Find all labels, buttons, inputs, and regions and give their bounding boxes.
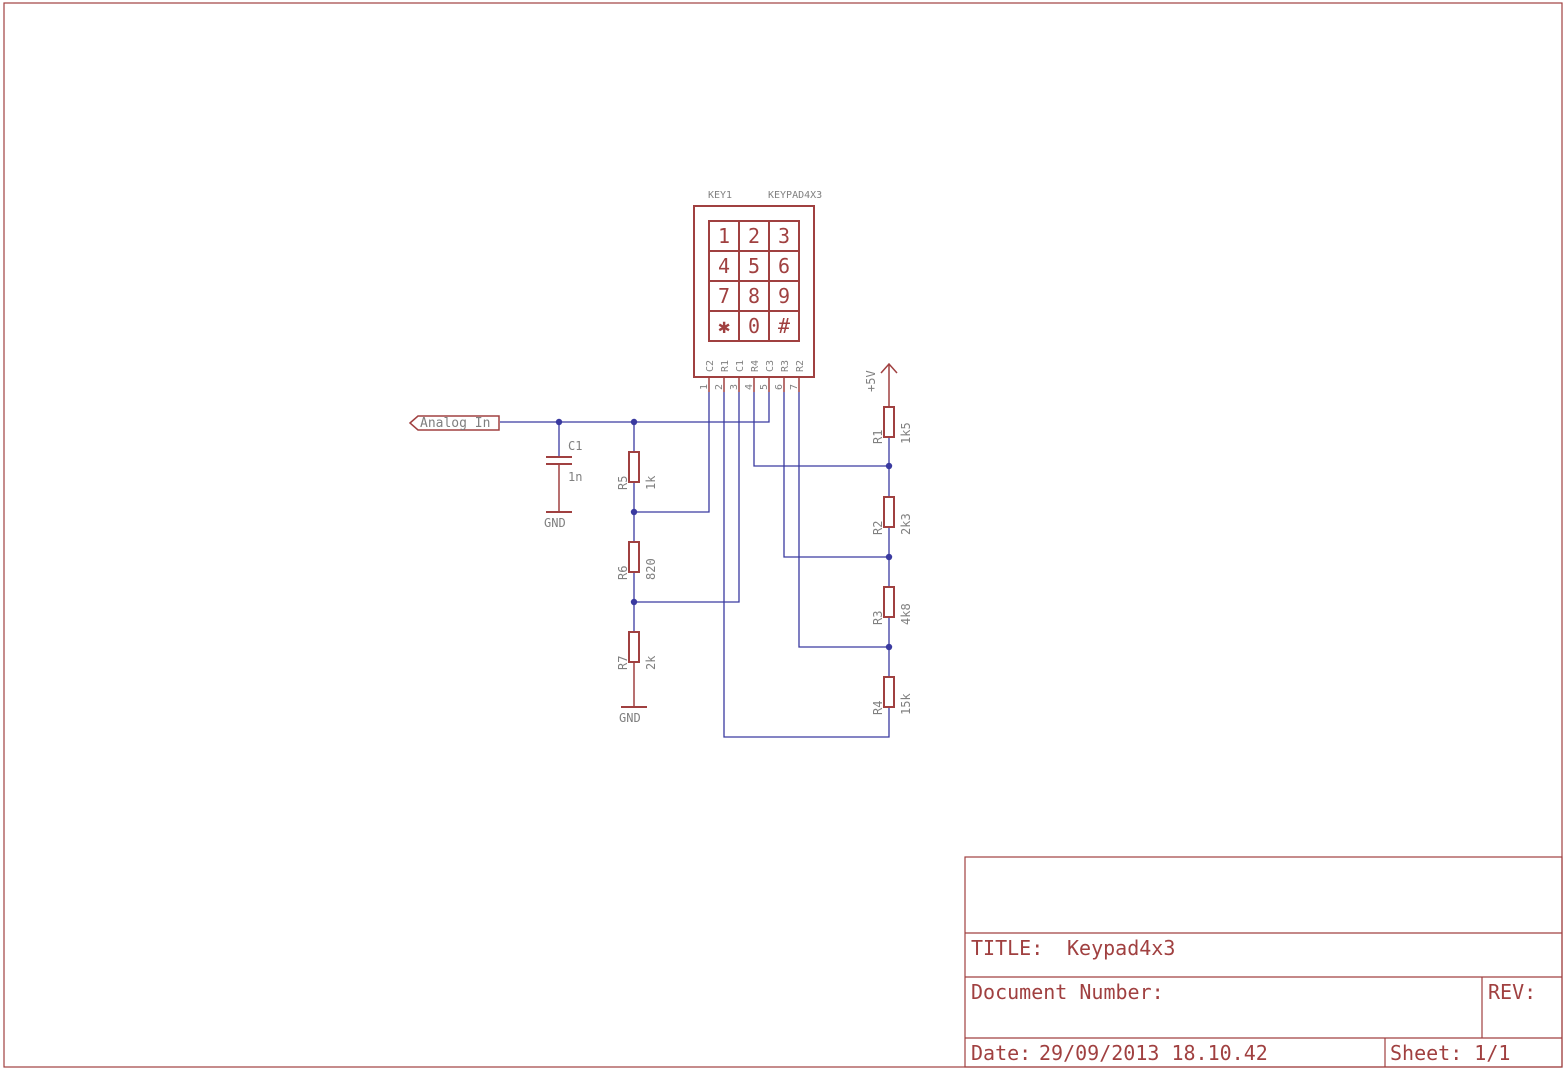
r7-value: 2k (644, 655, 658, 670)
keypad-pin-number: 3 (729, 384, 740, 390)
junctions (555, 418, 893, 651)
r7-gnd-label: GND (619, 711, 641, 725)
capacitor-c1: C1 1n GND (544, 439, 582, 530)
keypad-key-label: # (778, 314, 790, 338)
junction-dot (885, 553, 893, 561)
resistor-r1: R1 1k5 (871, 406, 913, 444)
keypad-pin-number: 2 (714, 384, 725, 390)
wire-pin3 (634, 392, 740, 603)
supply-5v: +5V (864, 362, 898, 407)
c1-name: C1 (568, 439, 582, 453)
keypad-pin-number: 6 (774, 384, 785, 390)
keypad-name: KEY1 (708, 190, 732, 201)
title-value: Keypad4x3 (1067, 936, 1175, 960)
r2-name: R2 (871, 521, 885, 535)
junction-dot (630, 598, 638, 606)
r2-value: 2k3 (899, 513, 913, 535)
keypad-pin-stubs (708, 377, 800, 392)
keypad-pin-name: C1 (735, 360, 746, 372)
title-label: TITLE: (971, 936, 1043, 960)
r4-name: R4 (871, 701, 885, 715)
date-value: 29/09/2013 18.10.42 (1039, 1041, 1268, 1065)
c1-value: 1n (568, 470, 582, 484)
keypad-key-label: 9 (778, 284, 790, 308)
sheet-label: Sheet: 1/1 (1390, 1041, 1510, 1065)
resistor-r7: R7 2k GND (616, 631, 658, 725)
keypad-pin-name: R3 (780, 360, 791, 372)
r6-name: R6 (616, 566, 630, 580)
r6-value: 820 (644, 558, 658, 580)
analog-in-port: Analog In (408, 415, 500, 431)
keypad-key-label: 3 (778, 224, 790, 248)
c1-gnd-label: GND (544, 516, 566, 530)
keypad-key-label: ✱ (718, 314, 730, 338)
supply-arrow-icon (880, 362, 898, 374)
wire-pin2 (723, 392, 890, 738)
title-block-border (964, 856, 1563, 1068)
keypad-pin-number: 7 (789, 384, 800, 390)
keypad-pin-name: R1 (720, 360, 731, 372)
date-label: Date: (971, 1041, 1031, 1065)
keypad-key-label: 2 (748, 224, 760, 248)
wire-analog-in (500, 392, 770, 423)
r7-name: R7 (616, 656, 630, 670)
junction-dot (630, 418, 638, 426)
wire-pin1 (634, 392, 710, 513)
keypad-key-label: 4 (718, 254, 730, 278)
keypad-pin-number: 1 (699, 384, 710, 390)
keypad-pin-number: 4 (744, 384, 755, 390)
supply-label: +5V (864, 370, 878, 392)
keypad-key-cell (768, 310, 800, 342)
keypad-value: KEYPAD4X3 (768, 190, 822, 201)
r5-value: 1k (644, 475, 658, 490)
resistor-r5: R5 1k (616, 451, 658, 490)
keypad-pin-number: 5 (759, 384, 770, 390)
keypad-key-label: 6 (778, 254, 790, 278)
resistor-r4: R4 15k (871, 676, 913, 715)
wire-pin6 (783, 392, 889, 558)
keypad-pin-name: R2 (795, 360, 806, 372)
port-label: Analog In (420, 416, 490, 431)
keypad-key-label: 8 (748, 284, 760, 308)
junction-dot (885, 462, 893, 470)
sheet-frame (3, 2, 1563, 1068)
wire-pin4 (753, 392, 889, 467)
keypad-pin-names: C2 R1 C1 R4 C3 R3 R2 (705, 360, 806, 372)
resistor-r6: R6 820 (616, 541, 658, 580)
resistor-r2: R2 2k3 (871, 496, 913, 535)
keypad-pin-name: C2 (705, 360, 716, 372)
keypad-key-label: 7 (718, 284, 730, 308)
wires (500, 392, 890, 738)
document-number-label: Document Number: (971, 980, 1164, 1004)
r3-value: 4k8 (899, 603, 913, 625)
junction-dot (885, 643, 893, 651)
port-flag (408, 415, 500, 431)
keypad-key-label: 0 (748, 314, 760, 338)
r5-name: R5 (616, 476, 630, 490)
wire-pin7 (798, 392, 889, 648)
r3-name: R3 (871, 611, 885, 625)
r1-name: R1 (871, 430, 885, 444)
title-block: TITLE: Keypad4x3 Document Number: REV: D… (964, 856, 1563, 1068)
junction-dot (555, 418, 563, 426)
resistor-r3: R3 4k8 (871, 586, 913, 625)
keypad-pin-name: R4 (750, 360, 761, 372)
junction-dot (630, 508, 638, 516)
keypad-pin-name: C3 (765, 360, 776, 372)
keypad-key-label: 5 (748, 254, 760, 278)
rev-label: REV: (1488, 980, 1536, 1004)
r4-value: 15k (899, 693, 913, 715)
keypad-key-label: 1 (718, 224, 730, 248)
r1-value: 1k5 (899, 422, 913, 444)
